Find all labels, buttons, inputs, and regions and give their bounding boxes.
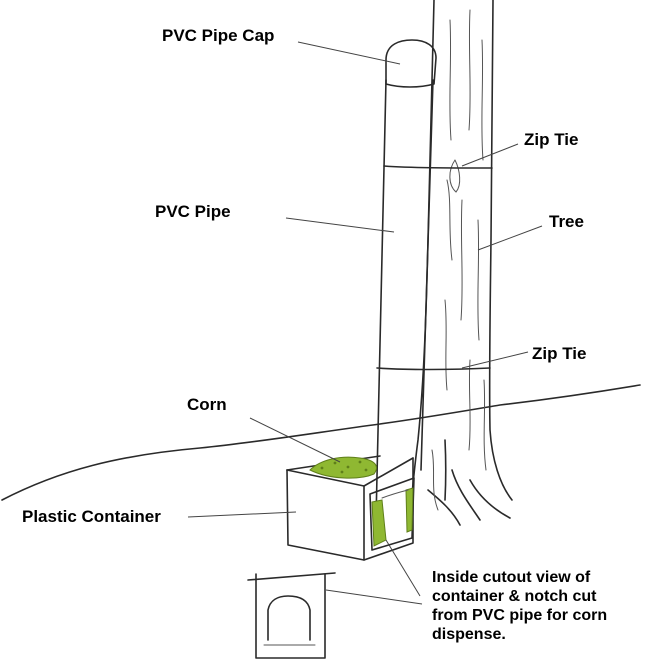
leader-pvc-pipe — [285, 217, 395, 233]
label-tree: Tree — [549, 212, 584, 231]
leader-zip-tie-lower — [461, 351, 529, 369]
label-pvc-pipe: PVC Pipe — [155, 202, 231, 221]
label-plastic-container: Plastic Container — [22, 507, 161, 526]
corn-pile — [309, 456, 377, 479]
label-pvc-pipe-cap: PVC Pipe Cap — [162, 26, 275, 45]
plastic-container — [286, 455, 415, 561]
label-zip-tie-lower: Zip Tie — [532, 344, 587, 363]
leader-tree — [477, 225, 543, 251]
tree-trunk — [409, 0, 513, 526]
leader-cutout-2 — [325, 589, 423, 605]
cutout-note-line-3: from PVC pipe for corn — [432, 607, 608, 624]
leader-cutout-1 — [385, 539, 421, 597]
cutout-note-line-1: Inside cutout view of — [432, 569, 591, 586]
ground-line — [1, 384, 641, 501]
pvc-pipe-cap — [385, 39, 437, 88]
label-corn: Corn — [187, 395, 227, 414]
leader-corn — [249, 417, 341, 463]
label-zip-tie-upper: Zip Tie — [524, 130, 579, 149]
zip-tie-upper-band — [383, 165, 493, 169]
leader-pvc-pipe-cap — [297, 41, 401, 65]
leader-plastic-container — [187, 511, 297, 518]
zip-tie-lower-band — [376, 367, 491, 371]
pvc-pipe — [375, 79, 493, 521]
cutout-inset — [247, 572, 336, 659]
cutout-note: Inside cutout view of container & notch … — [432, 568, 660, 644]
leader-zip-tie-upper — [461, 143, 519, 167]
cutout-note-line-4: dispense. — [432, 626, 506, 643]
cutout-note-line-2: container & notch cut — [432, 588, 597, 605]
